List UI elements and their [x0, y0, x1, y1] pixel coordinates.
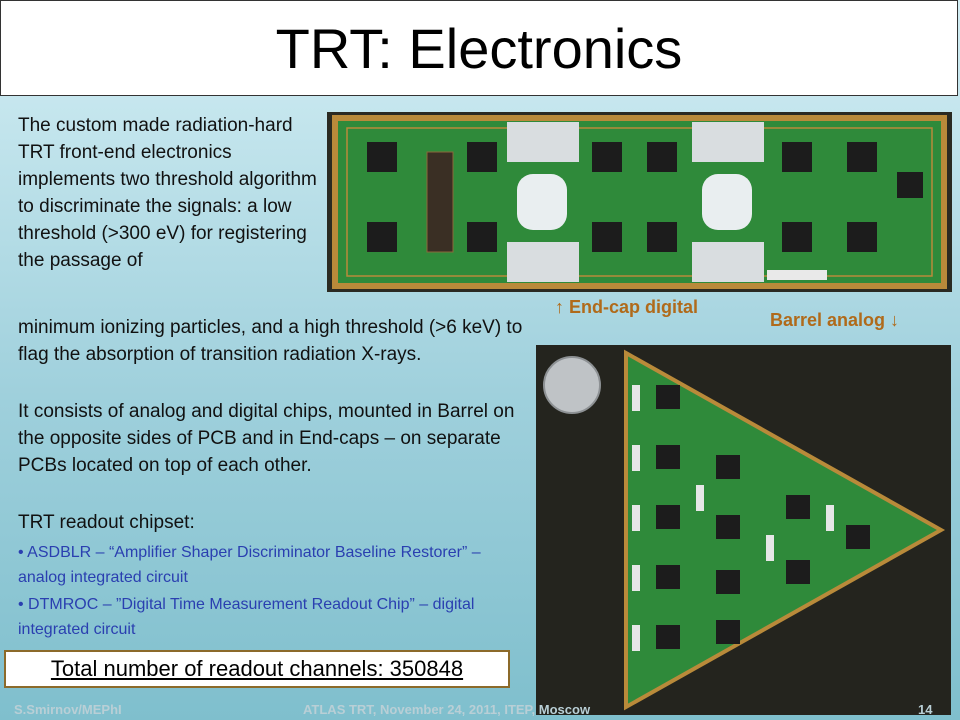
chipset-item-asdblr: • ASDBLR – “Amplifier Shaper Discriminat…: [18, 544, 481, 586]
structure-paragraph: It consists of analog and digital chips,…: [18, 401, 515, 476]
title-box: TRT: Electronics: [0, 0, 958, 96]
footer: S.Smirnov/MEPhI ATLAS TRT, November 24, …: [0, 700, 960, 720]
barrel-analog-caption: Barrel analog ↓: [770, 310, 900, 330]
chipset-item-dtmroc: • DTMROC – ”Digital Time Measurement Rea…: [18, 596, 475, 638]
intro-paragraph-wrapped: The custom made radiation-hard TRT front…: [18, 115, 317, 271]
endcap-digital-board-photo: [327, 112, 952, 292]
intro-paragraph-continued: minimum ionizing particles, and a high t…: [18, 317, 523, 365]
footer-page-number: 14: [918, 702, 933, 717]
footer-author: S.Smirnov/MEPhI: [14, 702, 122, 717]
chipset-heading: TRT readout chipset:: [18, 512, 195, 533]
barrel-analog-board-photo: [536, 345, 951, 715]
endcap-board-drawing: [332, 115, 947, 289]
barrel-board-drawing: [543, 349, 946, 711]
footer-event: ATLAS TRT, November 24, 2011, ITEP, Mosc…: [303, 702, 591, 717]
endcap-digital-caption: ↑ End-cap digital: [555, 297, 699, 317]
total-channels-box: Total number of readout channels: 350848: [4, 650, 510, 688]
slide-title: TRT: Electronics: [275, 16, 683, 80]
